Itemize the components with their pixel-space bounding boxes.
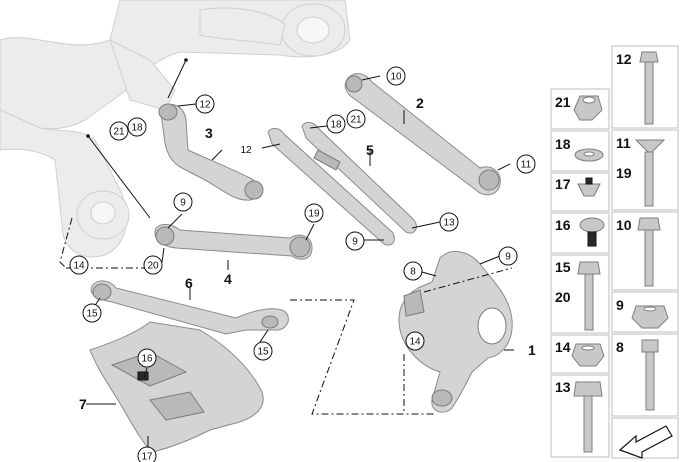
callout-15-right: 15 bbox=[253, 341, 273, 361]
hw-label-9: 9 bbox=[616, 297, 624, 313]
svg-text:17: 17 bbox=[141, 452, 153, 462]
svg-text:14: 14 bbox=[409, 337, 421, 348]
hardware-panel: 12 21 18 11 19 17 16 10 15 20 9 14 8 13 bbox=[550, 45, 679, 459]
part-label-1: 1 bbox=[528, 342, 536, 358]
part-label-2: 2 bbox=[416, 95, 424, 111]
callout-18-upper: 18 bbox=[127, 117, 147, 137]
hw-label-13: 13 bbox=[555, 379, 571, 395]
part-label-6: 6 bbox=[185, 275, 193, 291]
bolt-icon bbox=[639, 51, 659, 125]
callout-18-link: 18 bbox=[326, 114, 346, 134]
hw-label-11: 11 bbox=[616, 135, 631, 151]
svg-text:12: 12 bbox=[240, 145, 252, 156]
svg-text:8: 8 bbox=[410, 267, 416, 278]
bolt-icon bbox=[577, 261, 601, 331]
callout-14-left: 14 bbox=[69, 255, 89, 275]
svg-text:20: 20 bbox=[147, 261, 159, 272]
svg-text:10: 10 bbox=[390, 72, 402, 83]
part-7-underbody-shield bbox=[89, 321, 264, 453]
hw-label-20: 20 bbox=[555, 289, 571, 305]
part-6-lateral-link bbox=[90, 280, 289, 335]
callout-10: 10 bbox=[386, 66, 406, 86]
bolt-icon bbox=[637, 217, 661, 287]
svg-text:12: 12 bbox=[199, 100, 211, 111]
callout-12-link: 12 bbox=[240, 145, 252, 156]
part-label-4: 4 bbox=[224, 271, 232, 287]
callout-11: 11 bbox=[516, 154, 536, 174]
bolt-icon bbox=[573, 381, 603, 453]
svg-text:21: 21 bbox=[113, 127, 125, 138]
leader-lines bbox=[86, 59, 514, 450]
clip-icon bbox=[577, 177, 601, 197]
svg-text:15: 15 bbox=[86, 309, 98, 320]
bolt-icon bbox=[634, 139, 666, 207]
callout-14-carrier: 14 bbox=[405, 331, 425, 351]
hw-label-16: 16 bbox=[555, 217, 571, 233]
part-3-upper-control-arm bbox=[158, 103, 264, 201]
svg-text:9: 9 bbox=[180, 198, 186, 209]
hw-label-21: 21 bbox=[555, 94, 571, 110]
callout-15-left: 15 bbox=[82, 303, 102, 323]
nut-icon bbox=[573, 95, 603, 121]
part-4-lower-control-arm bbox=[154, 223, 313, 260]
part-label-7: 7 bbox=[79, 396, 87, 412]
svg-text:9: 9 bbox=[505, 252, 511, 263]
svg-text:21: 21 bbox=[350, 115, 362, 126]
callout-9-carrier: 9 bbox=[498, 246, 518, 266]
washer-icon bbox=[574, 148, 604, 162]
callout-16: 16 bbox=[137, 348, 157, 368]
callout-12-upper: 12 bbox=[195, 94, 215, 114]
part-label-5: 5 bbox=[366, 142, 374, 158]
svg-text:18: 18 bbox=[131, 123, 143, 134]
nut-icon bbox=[571, 343, 605, 367]
svg-text:11: 11 bbox=[521, 160, 532, 171]
bolt-icon bbox=[641, 339, 659, 411]
hw-label-12: 12 bbox=[616, 51, 632, 67]
hw-label-14: 14 bbox=[555, 339, 571, 355]
part-5-toe-links bbox=[267, 121, 417, 246]
callout-9-link: 9 bbox=[345, 231, 365, 251]
part-2-trailing-arm bbox=[344, 73, 501, 196]
svg-text:16: 16 bbox=[141, 354, 153, 365]
svg-text:13: 13 bbox=[443, 218, 455, 229]
hw-label-15: 15 bbox=[555, 259, 571, 275]
callout-19: 19 bbox=[304, 203, 324, 223]
leader-dots bbox=[86, 58, 188, 138]
nut-icon bbox=[631, 305, 669, 329]
rivet-icon bbox=[579, 217, 605, 247]
hw-label-19: 19 bbox=[616, 165, 632, 181]
part-label-3: 3 bbox=[205, 125, 213, 141]
callout-21-link: 21 bbox=[346, 109, 366, 129]
svg-text:19: 19 bbox=[308, 209, 320, 220]
hw-label-17: 17 bbox=[555, 176, 571, 192]
callout-21-upper: 21 bbox=[109, 121, 129, 141]
svg-text:18: 18 bbox=[330, 120, 342, 131]
hw-label-8: 8 bbox=[616, 339, 624, 355]
part-1-wheel-carrier bbox=[398, 250, 513, 413]
callout-20: 20 bbox=[143, 255, 163, 275]
svg-text:9: 9 bbox=[352, 237, 358, 248]
callout-13: 13 bbox=[439, 212, 459, 232]
callout-9-arm: 9 bbox=[173, 192, 193, 212]
svg-text:14: 14 bbox=[73, 261, 85, 272]
hw-label-18: 18 bbox=[555, 136, 571, 152]
rear-subframe bbox=[0, 0, 351, 258]
callout-17: 17 bbox=[137, 446, 157, 462]
svg-text:15: 15 bbox=[257, 347, 269, 358]
view-direction-arrow-icon bbox=[618, 425, 673, 459]
hw-label-10: 10 bbox=[616, 217, 632, 233]
callout-8: 8 bbox=[403, 261, 423, 281]
